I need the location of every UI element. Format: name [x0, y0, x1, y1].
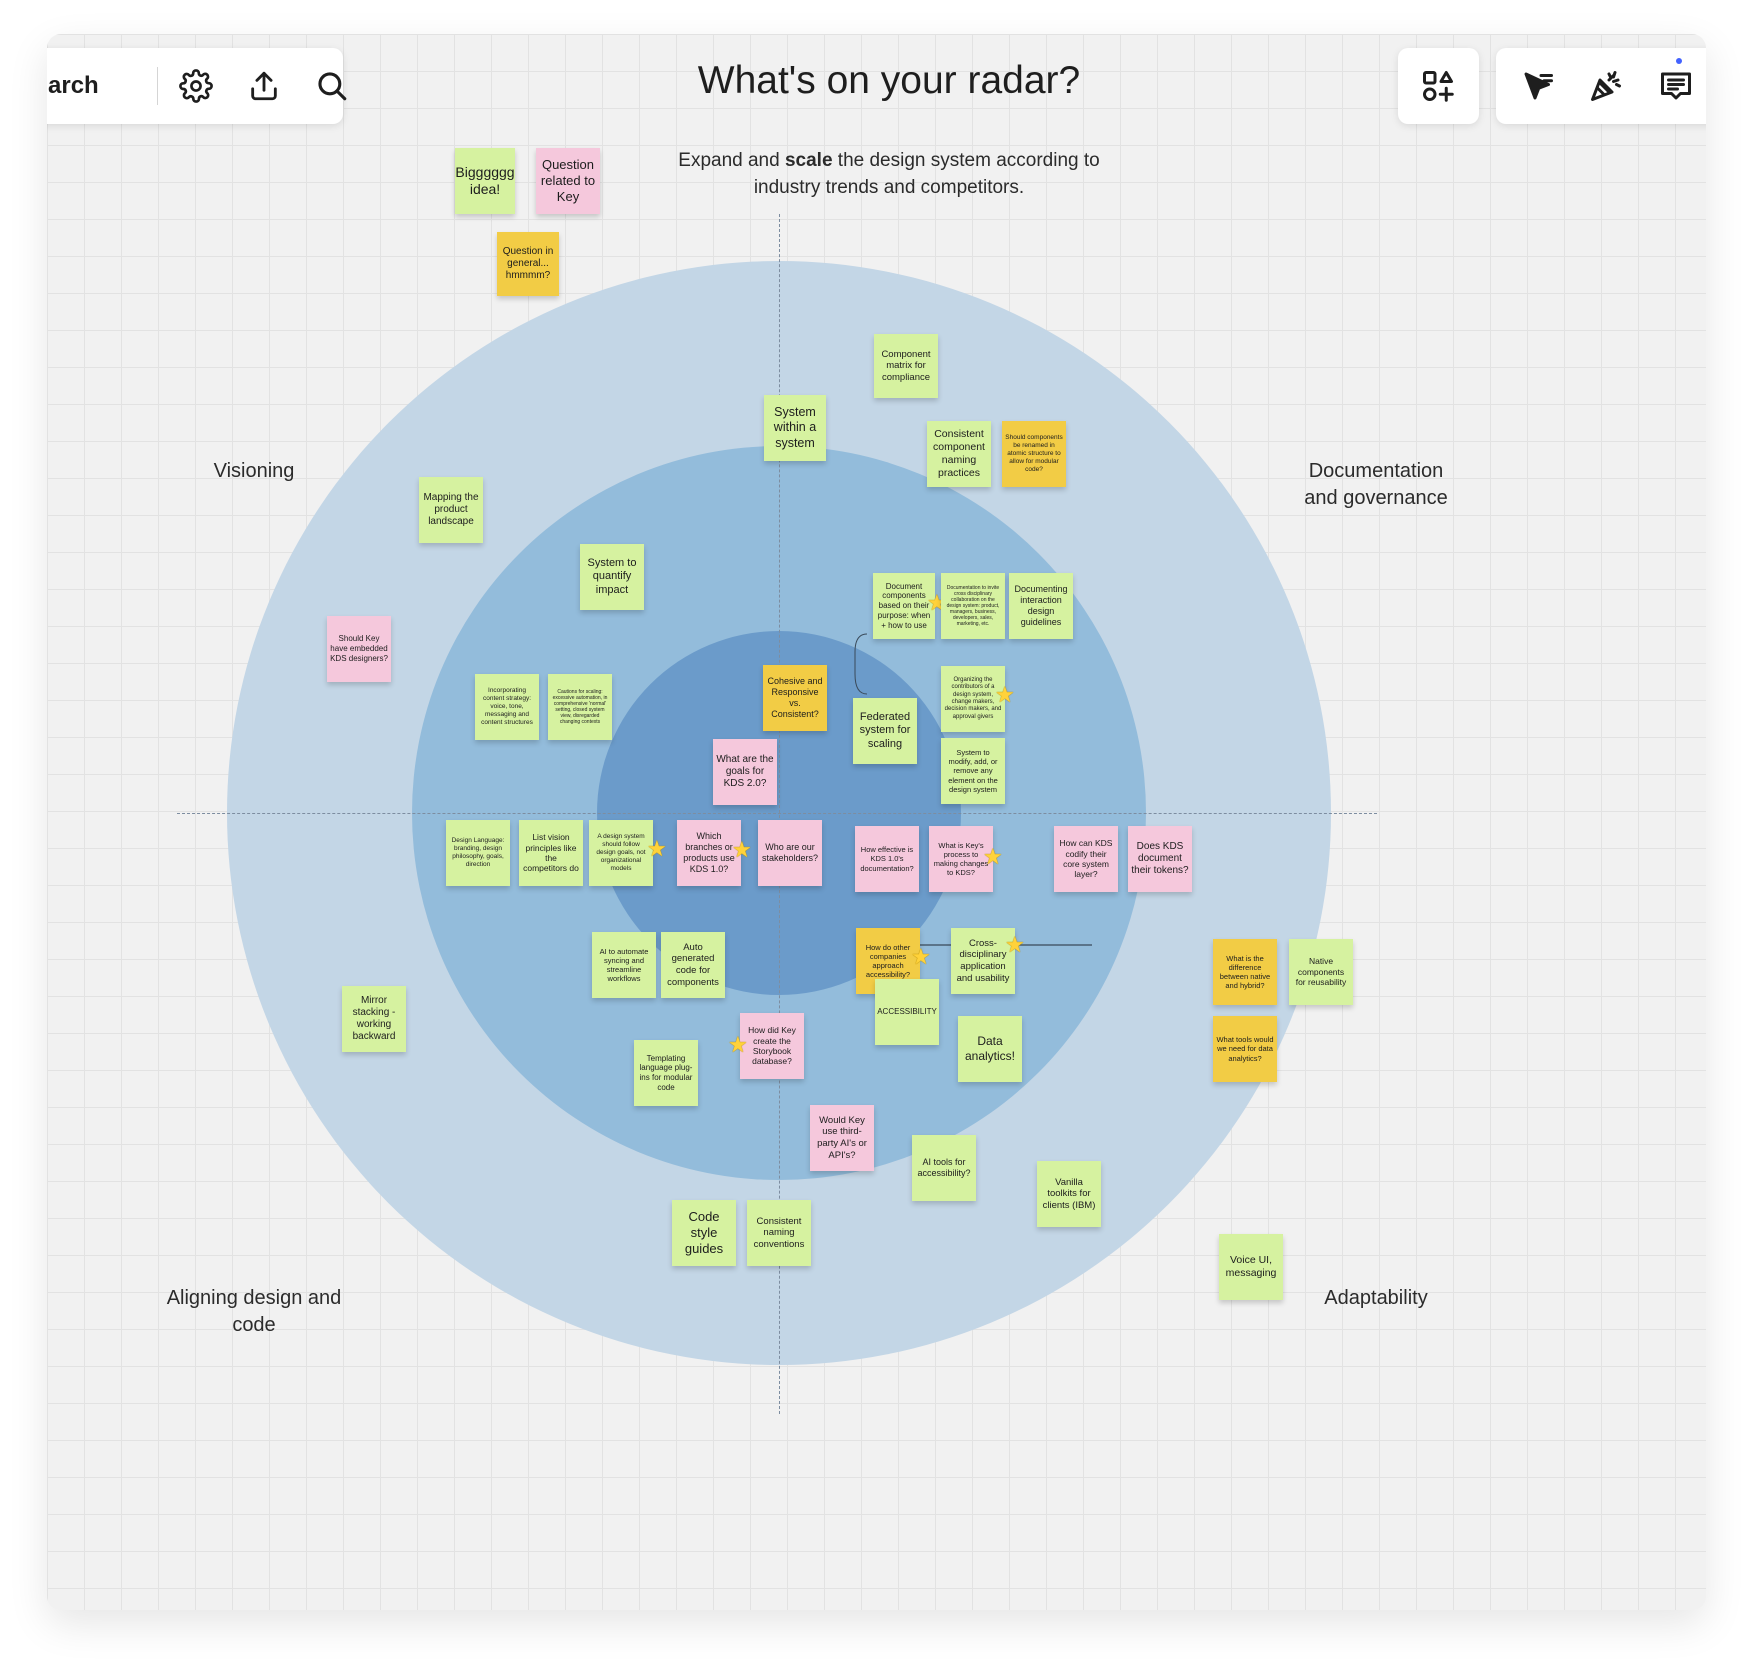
sticky-note[interactable]: Should Key have embedded KDS designers?: [327, 616, 391, 682]
sticky-note[interactable]: Does KDS document their tokens?: [1128, 826, 1192, 892]
sticky-note[interactable]: Who are our stakeholders?: [758, 820, 822, 886]
connector-lines: [854, 633, 1092, 946]
sticky-note[interactable]: How did Key create the Storybook databas…: [740, 1013, 804, 1079]
star-icon: ★: [647, 836, 667, 861]
quadrant-label-aligning: Aligning design and code: [166, 1287, 342, 1336]
comments-button[interactable]: [1658, 68, 1694, 104]
sticky-note[interactable]: Incorporating content strategy: voice, t…: [475, 674, 539, 740]
sticky-note[interactable]: Mapping the product landscape: [419, 477, 483, 543]
cursor-lines-icon: [1520, 68, 1556, 104]
templates-button[interactable]: [1420, 68, 1456, 104]
quadrant-label-visioning: Visioning: [213, 460, 295, 482]
celebrate-button[interactable]: [1588, 68, 1624, 104]
star-icon: ★: [728, 1032, 748, 1057]
party-popper-icon: [1588, 68, 1624, 104]
sticky-note[interactable]: Voice UI, messaging: [1219, 1234, 1283, 1300]
quadrant-label-adaptability: Adaptability: [1324, 1287, 1428, 1309]
subtitle-bold-word: scale: [784, 150, 833, 171]
sticky-note[interactable]: Question in general... hmmmm?: [497, 232, 559, 296]
sticky-note[interactable]: Mirror stacking - working backward: [342, 986, 406, 1052]
sticky-note[interactable]: How effective is KDS 1.0's documentation…: [855, 826, 919, 892]
sticky-note[interactable]: What are the goals for KDS 2.0?: [713, 739, 777, 805]
sticky-note[interactable]: Documentation to invite cross disciplina…: [941, 573, 1005, 639]
gear-icon: [179, 69, 213, 103]
sticky-note[interactable]: A design system should follow design goa…: [589, 820, 653, 886]
sticky-note[interactable]: Consistent component naming practices: [927, 421, 991, 487]
sticky-note[interactable]: What is Key's process to making changes …: [929, 826, 993, 892]
sticky-note[interactable]: ACCESSIBILITY: [875, 979, 939, 1045]
settings-button[interactable]: [179, 69, 213, 103]
sticky-note[interactable]: Native components for reusability: [1289, 939, 1353, 1005]
quadrant-label-documentation: Documentation and governance: [1304, 460, 1448, 509]
sticky-note[interactable]: AI to automate syncing and streamline wo…: [592, 932, 656, 998]
sticky-note[interactable]: AI tools for accessibility?: [912, 1135, 976, 1201]
whiteboard-canvas[interactable]: What's on your radar? Expand and scale t…: [47, 34, 1706, 1610]
templates-panel: [1398, 48, 1479, 124]
sticky-note[interactable]: Data analytics!: [958, 1016, 1022, 1082]
export-button[interactable]: [247, 69, 281, 103]
sticky-note[interactable]: How can KDS codify their core system lay…: [1054, 826, 1118, 892]
search-icon: [315, 69, 349, 103]
sticky-note[interactable]: Auto generated code for components: [661, 932, 725, 998]
sticky-note[interactable]: Bigggggg idea!: [455, 148, 515, 214]
sticky-note[interactable]: Should components be renamed in atomic s…: [1002, 421, 1066, 487]
star-icon: ★: [995, 682, 1015, 707]
sticky-note[interactable]: Vanilla toolkits for clients (IBM): [1037, 1161, 1101, 1227]
left-toolbar: arch: [47, 48, 347, 124]
sticky-note[interactable]: List vision principles like the competit…: [519, 820, 583, 886]
star-icon: ★: [911, 944, 931, 969]
star-icon: ★: [1005, 932, 1025, 957]
sticky-note[interactable]: Component matrix for compliance: [874, 334, 938, 398]
sticky-note[interactable]: Code style guides: [672, 1200, 736, 1266]
sticky-note[interactable]: System to quantify impact: [580, 544, 644, 610]
sticky-note[interactable]: System to modify, add, or remove any ele…: [941, 738, 1005, 804]
board-subtitle: Expand and scale the design system accor…: [667, 147, 1111, 201]
sticky-note[interactable]: Would Key use third-party AI's or API's?: [810, 1105, 874, 1171]
subtitle-text-end: the design system according to industry …: [753, 150, 1100, 198]
sticky-note[interactable]: Which branches or products use KDS 1.0?: [677, 820, 741, 886]
sticky-note[interactable]: Question related to Key: [536, 148, 600, 214]
sticky-note[interactable]: What is the difference between native an…: [1213, 939, 1277, 1005]
sticky-note[interactable]: Organizing the contributors of a design …: [941, 666, 1005, 732]
presenter-cursor-button[interactable]: [1520, 68, 1556, 104]
sticky-note[interactable]: What tools would we need for data analyt…: [1213, 1016, 1277, 1082]
sticky-note[interactable]: Documenting interaction design guideline…: [1009, 573, 1073, 639]
toolbar-divider: [157, 67, 158, 105]
sticky-note[interactable]: Cautions for scaling: excessive automati…: [548, 674, 612, 740]
horizontal-axis-line: [177, 813, 1377, 814]
star-icon: ★: [983, 844, 1003, 869]
shapes-plus-icon: [1420, 68, 1456, 104]
vertical-axis-line: [779, 214, 780, 1414]
sticky-note[interactable]: Document components based on their purpo…: [873, 573, 935, 639]
sticky-note[interactable]: Design Language: branding, design philos…: [446, 820, 510, 886]
subtitle-text-start: Expand and: [678, 150, 785, 171]
sticky-note[interactable]: Templating language plug-ins for modular…: [634, 1040, 698, 1106]
sticky-note[interactable]: Cross-disciplinary application and usabi…: [951, 928, 1015, 994]
sticky-note[interactable]: Federated system for scaling: [853, 698, 917, 764]
notification-dot: [1676, 58, 1682, 64]
board-title: What's on your radar?: [697, 59, 1081, 102]
search-text-fragment[interactable]: arch: [48, 72, 99, 99]
search-button[interactable]: [315, 69, 349, 103]
upload-icon: [247, 69, 281, 103]
sticky-note[interactable]: Cohesive and Responsive vs. Consistent?: [763, 665, 827, 731]
sticky-note[interactable]: Consistent naming conventions: [747, 1200, 811, 1266]
star-icon: ★: [732, 837, 752, 862]
comment-list-icon: [1658, 68, 1694, 104]
collaboration-panel: [1496, 48, 1706, 124]
sticky-note[interactable]: System within a system: [764, 395, 826, 461]
